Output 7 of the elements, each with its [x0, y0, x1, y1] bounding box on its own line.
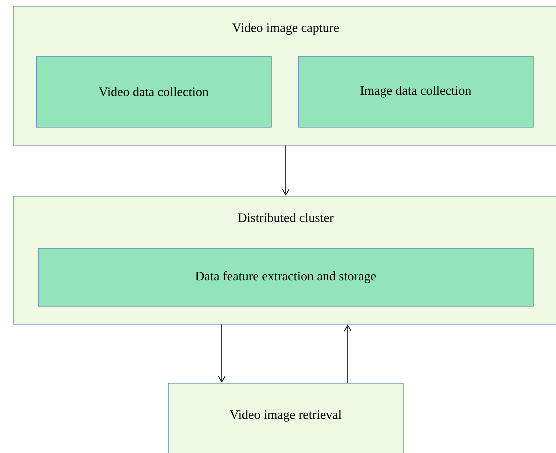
process-box: Data feature extraction and storage: [38, 248, 534, 307]
process-box: Video image retrieval: [168, 383, 404, 453]
arrow: [218, 324, 226, 383]
process-box: Image data collection: [298, 56, 534, 128]
arrow: [344, 324, 352, 384]
arrow: [282, 145, 290, 196]
process-box: Video data collection: [36, 56, 272, 128]
